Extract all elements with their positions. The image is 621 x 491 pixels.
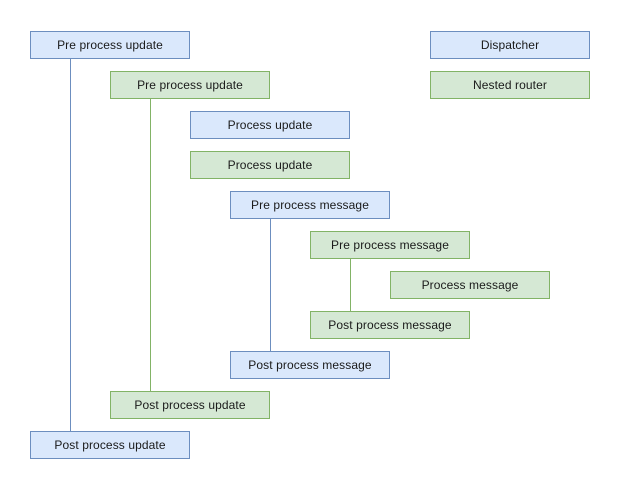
legend-item-dispatcher: Dispatcher [430, 31, 590, 59]
node-post-process-update-router[interactable]: Post process update [110, 391, 270, 419]
node-process-update-dispatcher[interactable]: Process update [190, 111, 350, 139]
connector-pre-post-process-message-dispatcher [270, 219, 271, 351]
connector-pre-post-process-update-router [150, 99, 151, 391]
node-pre-process-update-dispatcher[interactable]: Pre process update [30, 31, 190, 59]
node-process-update-router[interactable]: Process update [190, 151, 350, 179]
connector-pre-post-process-message-router [350, 259, 351, 311]
legend-item-nested-router: Nested router [430, 71, 590, 99]
node-pre-process-update-router[interactable]: Pre process update [110, 71, 270, 99]
node-process-message-router[interactable]: Process message [390, 271, 550, 299]
node-post-process-update-dispatcher[interactable]: Post process update [30, 431, 190, 459]
node-pre-process-message-dispatcher[interactable]: Pre process message [230, 191, 390, 219]
node-pre-process-message-router[interactable]: Pre process message [310, 231, 470, 259]
connector-pre-post-process-update-dispatcher [70, 59, 71, 431]
node-post-process-message-router[interactable]: Post process message [310, 311, 470, 339]
node-post-process-message-dispatcher[interactable]: Post process message [230, 351, 390, 379]
